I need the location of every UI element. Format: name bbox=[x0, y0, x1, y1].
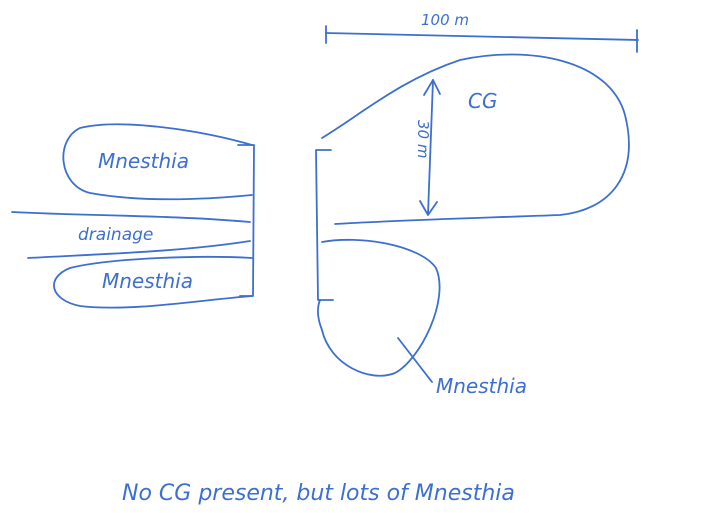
drainage-top-line bbox=[11, 211, 251, 223]
mnesthia-top-left-outline bbox=[62, 123, 253, 201]
cg-label: CG bbox=[468, 89, 497, 113]
drainage-label: drainage bbox=[78, 225, 153, 245]
mnesthia-top-left-label: Mnesthia bbox=[98, 149, 189, 173]
mnesthia-callout-line bbox=[397, 337, 433, 383]
mnesthia-callout-label: Mnesthia bbox=[436, 374, 527, 398]
mnesthia-lower-right-outline bbox=[317, 238, 441, 377]
cg-region-outline bbox=[321, 53, 630, 225]
vertical-measure-label: 30 m bbox=[414, 120, 432, 158]
vertical-measure-arrowhead-top bbox=[423, 79, 441, 96]
scale-label: 100 m bbox=[421, 11, 469, 29]
mnesthia-bottom-left-outline bbox=[53, 256, 253, 309]
drainage-bottom-line bbox=[27, 240, 251, 259]
field-note: No CG present, but lots of Mnesthia bbox=[122, 481, 515, 506]
mnesthia-bottom-left-label: Mnesthia bbox=[102, 269, 193, 293]
vertical-measure-line bbox=[427, 79, 434, 215]
vertical-measure-arrowhead-bottom bbox=[419, 200, 438, 216]
scale-bar: 100 m bbox=[325, 11, 639, 53]
scale-bar-line bbox=[325, 32, 639, 41]
left-group-bracket bbox=[237, 144, 255, 297]
right-group-bracket bbox=[315, 149, 334, 301]
vertical-measure: 30 m bbox=[414, 79, 441, 216]
